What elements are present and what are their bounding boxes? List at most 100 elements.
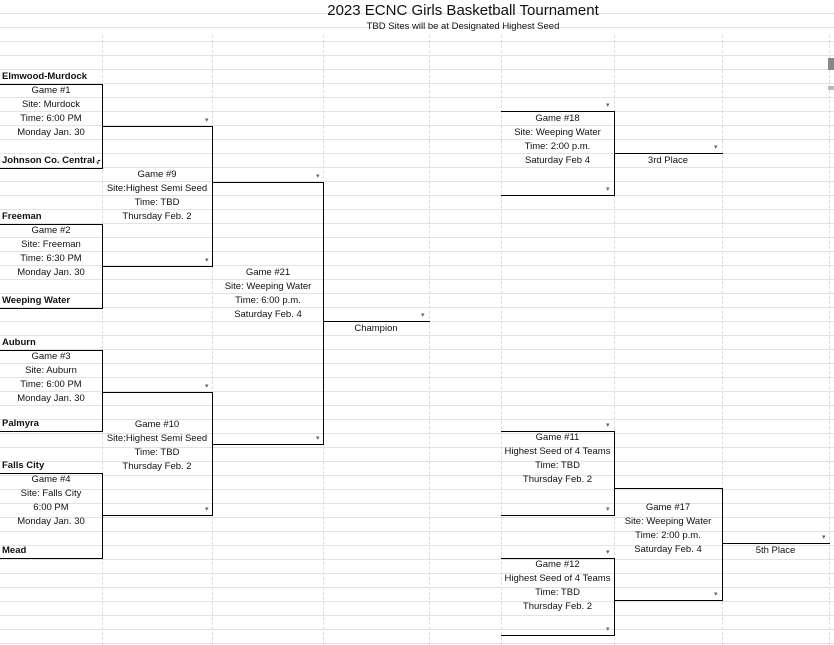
game-time[interactable]: Time: TBD <box>134 447 180 458</box>
game-site[interactable]: Site: Weeping Water <box>514 127 601 138</box>
game-label[interactable]: Game #10 <box>134 419 180 430</box>
sheet-title: 2023 ECNC Girls Basketball Tournament <box>327 2 599 19</box>
clipped-cell-fragment <box>828 58 834 70</box>
chevron-down-icon[interactable]: ▾ <box>606 549 610 556</box>
game-date[interactable]: Monday Jan. 30 <box>17 267 85 278</box>
bracket-line <box>102 473 103 559</box>
game-time[interactable]: Time: TBD <box>535 460 580 471</box>
chevron-down-icon[interactable]: ▾ <box>316 173 320 180</box>
game-label[interactable]: Game #3 <box>31 351 71 362</box>
game-label[interactable]: Game #21 <box>245 267 291 278</box>
game-date[interactable]: Saturday Feb 4 <box>525 155 590 166</box>
game-site[interactable]: Site: Freeman <box>21 239 81 250</box>
game-site[interactable]: Site: Murdock <box>21 99 81 110</box>
game-date[interactable]: Thursday Feb. 2 <box>522 474 593 485</box>
game-date[interactable]: Saturday Feb. 4 <box>234 309 302 320</box>
chevron-down-icon[interactable]: ▾ <box>714 591 718 598</box>
game-date[interactable]: Monday Jan. 30 <box>17 516 85 527</box>
game-site[interactable]: Site: Falls City <box>20 488 82 499</box>
game-time[interactable]: Time: 2:00 p.m. <box>524 141 591 152</box>
chevron-down-icon[interactable]: ▾ <box>96 160 100 167</box>
chevron-down-icon[interactable]: ▾ <box>606 186 610 193</box>
game-site[interactable]: Site:Highest Semi Seed <box>106 183 208 194</box>
team-cell[interactable]: Freeman <box>2 211 42 222</box>
game-site[interactable]: Site:Highest Semi Seed <box>106 433 208 444</box>
game-site[interactable]: Highest Seed of 4 Teams <box>504 573 611 584</box>
game-time[interactable]: 6:00 PM <box>33 502 69 513</box>
bracket-line <box>722 543 830 544</box>
team-cell[interactable]: Auburn <box>2 337 36 348</box>
game-time[interactable]: Time: 6:00 PM <box>20 113 82 124</box>
game-label[interactable]: Game #4 <box>31 474 71 485</box>
game-label[interactable]: Game #9 <box>137 169 177 180</box>
bracket-line <box>614 431 615 516</box>
bracket-line <box>212 392 213 516</box>
bracket-line <box>0 558 103 559</box>
game-date[interactable]: Monday Jan. 30 <box>17 393 85 404</box>
chevron-down-icon[interactable]: ▾ <box>822 534 826 541</box>
game-label[interactable]: Game #11 <box>535 432 580 443</box>
champion-label[interactable]: Champion <box>354 323 398 334</box>
chevron-down-icon[interactable]: ▾ <box>606 422 610 429</box>
game-site[interactable]: Site: Auburn <box>25 365 77 376</box>
bracket-line <box>0 168 103 169</box>
clipped-cell-fragment <box>828 86 834 90</box>
column-gridline <box>212 35 213 645</box>
bracket-line <box>0 350 103 351</box>
column-gridline <box>829 35 830 645</box>
game-label[interactable]: Game #17 <box>645 502 691 513</box>
game-site[interactable]: Site: Weeping Water <box>224 281 312 292</box>
chevron-down-icon[interactable]: ▾ <box>205 383 209 390</box>
game-date[interactable]: Thursday Feb. 2 <box>122 461 192 472</box>
chevron-down-icon[interactable]: ▾ <box>205 257 209 264</box>
third-place-label[interactable]: 3rd Place <box>647 155 689 166</box>
bracket-line <box>212 444 324 445</box>
game-date[interactable]: Saturday Feb. 4 <box>634 544 702 555</box>
bracket-line <box>0 308 103 309</box>
bracket-line <box>102 350 103 432</box>
game-label[interactable]: Game #1 <box>31 85 71 96</box>
game-date[interactable]: Monday Jan. 30 <box>17 127 85 138</box>
bracket-line <box>614 488 723 489</box>
chevron-down-icon[interactable]: ▾ <box>606 102 610 109</box>
game-time[interactable]: Time: 6:30 PM <box>20 253 82 264</box>
bracket-line <box>501 635 615 636</box>
bracket-line <box>614 558 615 636</box>
chevron-down-icon[interactable]: ▾ <box>316 435 320 442</box>
chevron-down-icon[interactable]: ▾ <box>714 144 718 151</box>
game-date[interactable]: Thursday Feb. 2 <box>122 211 192 222</box>
team-cell[interactable]: Johnson Co. Central - <box>2 155 101 166</box>
chevron-down-icon[interactable]: ▾ <box>205 117 209 124</box>
bracket-line <box>501 195 615 196</box>
bracket-line <box>323 182 324 445</box>
sheet-subtitle: TBD Sites will be at Designated Highest … <box>366 21 560 32</box>
game-time[interactable]: Time: 2:00 p.m. <box>635 530 701 541</box>
column-gridline <box>102 35 103 645</box>
game-site[interactable]: Highest Seed of 4 Teams <box>504 446 611 457</box>
team-cell[interactable]: Weeping Water <box>2 295 71 306</box>
bracket-line <box>0 473 103 474</box>
chevron-down-icon[interactable]: ▾ <box>606 506 610 513</box>
fifth-place-label[interactable]: 5th Place <box>755 545 796 556</box>
game-time[interactable]: Time: 6:00 PM <box>20 379 82 390</box>
bracket-line <box>501 111 615 112</box>
chevron-down-icon[interactable]: ▾ <box>421 312 425 319</box>
team-cell[interactable]: Palmyra <box>2 418 39 429</box>
game-date[interactable]: Thursday Feb. 2 <box>522 601 593 612</box>
game-time[interactable]: Time: TBD <box>134 197 180 208</box>
bracket-line <box>614 600 723 601</box>
team-cell[interactable]: Elmwood-Murdock <box>2 71 87 82</box>
game-label[interactable]: Game #18 <box>535 113 580 124</box>
team-cell[interactable]: Mead <box>2 545 27 556</box>
game-time[interactable]: Time: 6:00 p.m. <box>235 295 301 306</box>
team-cell[interactable]: Falls City <box>2 460 45 471</box>
game-time[interactable]: Time: TBD <box>535 587 580 598</box>
chevron-down-icon[interactable]: ▾ <box>606 626 610 633</box>
chevron-down-icon[interactable]: ▾ <box>205 506 209 513</box>
bracket-line <box>501 431 615 432</box>
column-gridline <box>722 35 723 645</box>
game-label[interactable]: Game #2 <box>31 225 71 236</box>
game-site[interactable]: Site: Weeping Water <box>624 516 712 527</box>
game-label[interactable]: Game #12 <box>535 559 580 570</box>
